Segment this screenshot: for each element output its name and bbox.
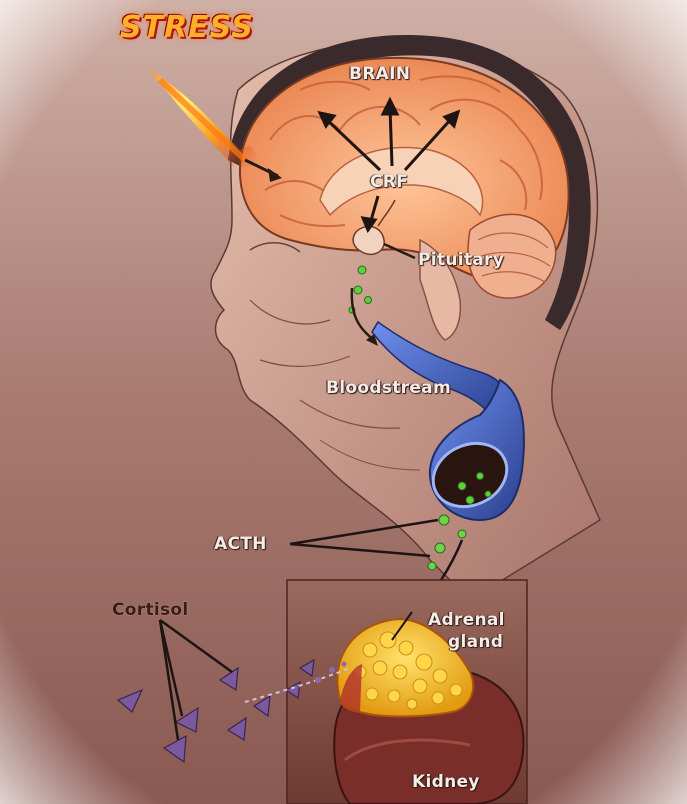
crf-label: CRF bbox=[370, 172, 408, 192]
bloodstream-label: Bloodstream bbox=[326, 378, 451, 398]
brain-label: BRAIN bbox=[349, 64, 410, 84]
kidney-label: Kidney bbox=[412, 772, 480, 792]
adrenal-label-line2: gland bbox=[448, 632, 503, 652]
cortisol-label: Cortisol bbox=[112, 600, 189, 620]
adrenal-label-line1: Adrenal bbox=[428, 610, 505, 630]
pituitary-label: Pituitary bbox=[418, 250, 504, 270]
stress-label: STRESS bbox=[120, 10, 254, 45]
acth-label: ACTH bbox=[214, 534, 267, 554]
